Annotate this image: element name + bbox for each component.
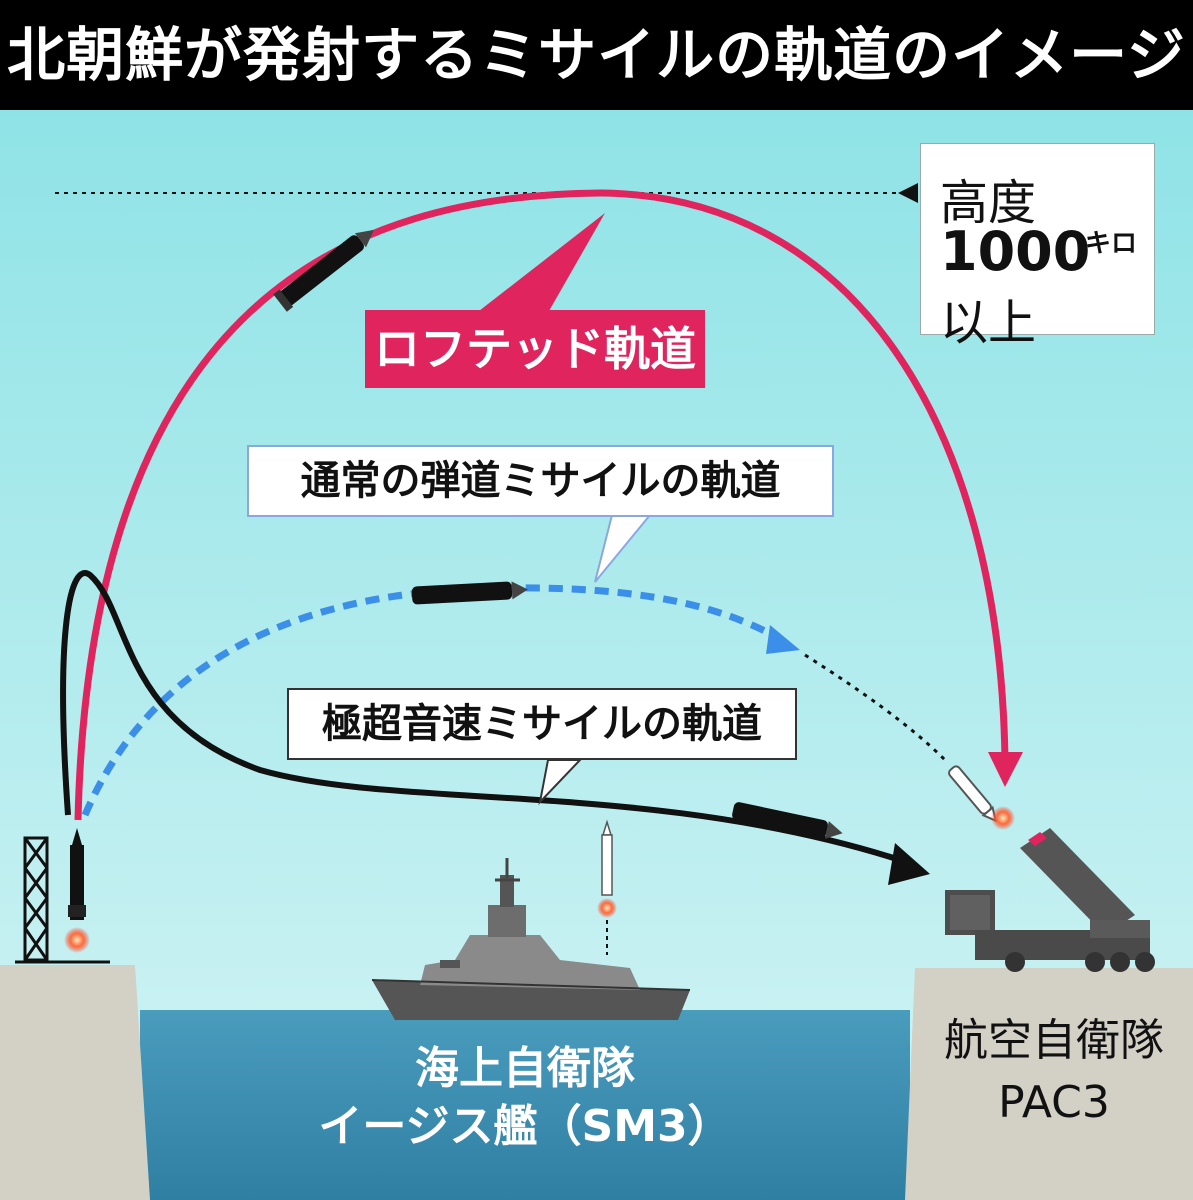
normal-trajectory-label: 通常の弾道ミサイルの軌道 [247, 445, 834, 517]
msdf-label-line1: 海上自衛隊 [415, 1043, 635, 1094]
pac3-flame [991, 806, 1015, 830]
normal-arrowhead [766, 625, 800, 654]
normal-dotted-continuation [804, 653, 947, 762]
launch-missile [64, 828, 90, 953]
altitude-unit: キロ [1085, 229, 1138, 259]
missile-hypersonic [732, 802, 843, 839]
sea [140, 1010, 910, 1200]
ground-left [0, 965, 150, 1200]
sm3-interceptor [597, 819, 617, 955]
msdf-label-line2: イージス艦（SM3） [318, 1101, 732, 1152]
lofted-trajectory [74, 189, 1009, 821]
pac3-label: 航空自衛隊 PAC3 [915, 1010, 1193, 1134]
aegis-ship-label: 海上自衛隊 イージス艦（SM3） [235, 1040, 815, 1156]
lofted-callout-pointer [470, 213, 605, 318]
lofted-arrowhead [988, 752, 1023, 787]
altitude-arrow-icon [898, 183, 918, 203]
title-bar [0, 0, 1193, 110]
asdf-label-line2: PAC3 [998, 1077, 1110, 1128]
hypersonic-callout-pointer [538, 759, 583, 806]
pac3-launcher [945, 828, 1155, 972]
lofted-trajectory-label: ロフテッド軌道 [365, 310, 705, 388]
missile-normal [411, 581, 528, 605]
hypersonic-trajectory-label: 極超音速ミサイルの軌道 [287, 688, 797, 760]
launch-tower [15, 836, 110, 964]
diagram-title: 北朝鮮が発射するミサイルの軌道のイメージ [7, 21, 1186, 89]
missile-lofted [273, 229, 374, 312]
hypersonic-arrowhead [888, 843, 930, 885]
altitude-suffix: 以上 [940, 295, 1037, 351]
altitude-box [920, 143, 1155, 335]
asdf-label-line1: 航空自衛隊 [944, 1015, 1164, 1066]
aegis-ship [371, 858, 691, 1020]
ground-right [905, 968, 1193, 1200]
hypersonic-trajectory [60, 570, 901, 863]
altitude-label: 高度 [940, 175, 1037, 231]
interceptor-pac3-missile [948, 765, 998, 823]
altitude-value: 1000 [940, 220, 1091, 283]
